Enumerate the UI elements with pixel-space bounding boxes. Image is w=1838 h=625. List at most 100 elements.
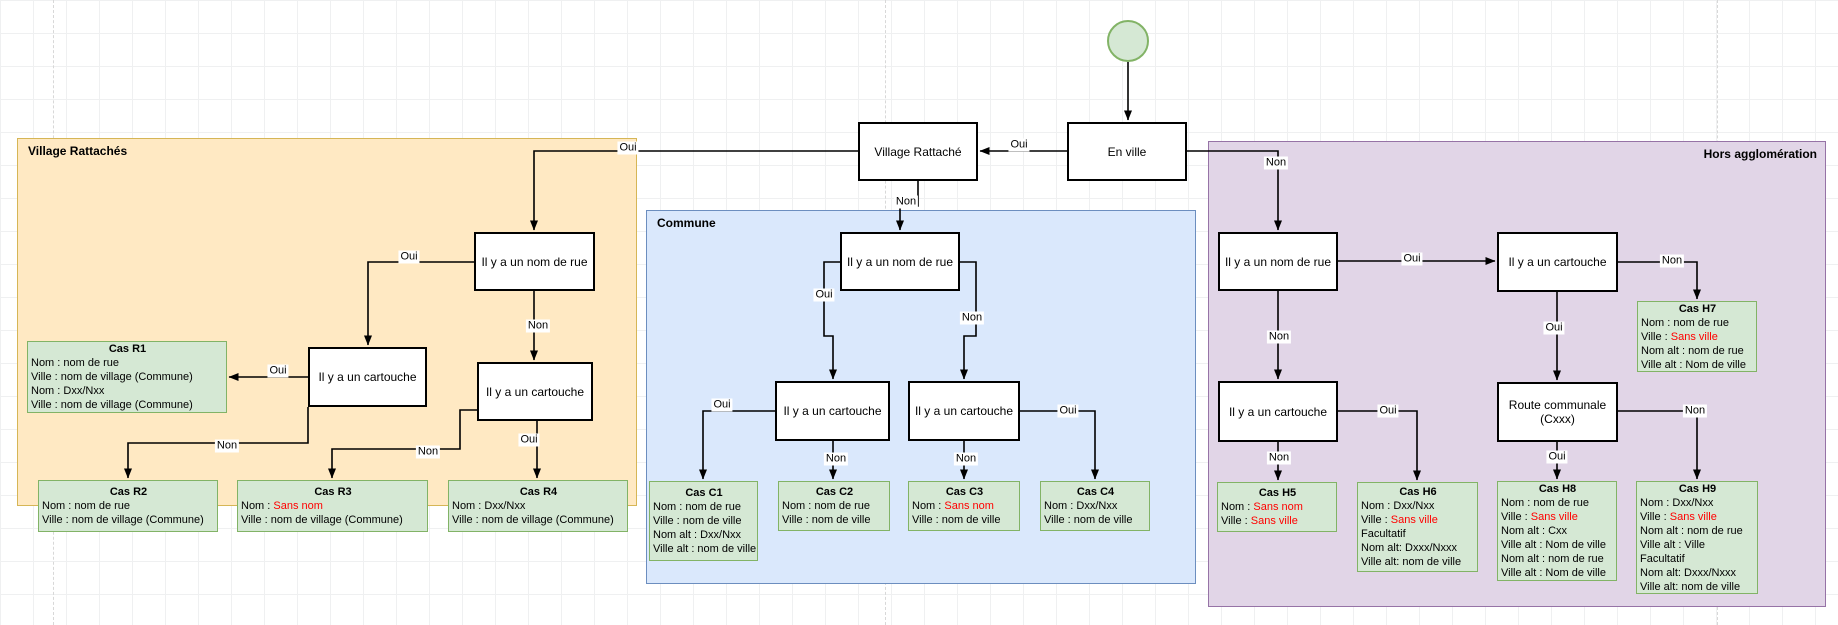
case-text: Ville : nom de village (Commune) bbox=[241, 514, 403, 526]
case-value-red: Sans ville bbox=[1390, 514, 1438, 526]
edge-label-route-communale-non-cas-h9[interactable]: Non bbox=[1682, 404, 1708, 418]
node-h-cartouche-2[interactable]: Il y a un cartouche bbox=[1218, 381, 1338, 442]
case-title: Cas H7 bbox=[1678, 302, 1717, 315]
edge-label-r-nom-rue-oui-r-cartouche-1[interactable]: Oui bbox=[398, 250, 420, 264]
edge-label-r-cartouche-2-oui-cas-r4[interactable]: Oui bbox=[518, 433, 540, 447]
edge-en-ville-non-hors-agglo[interactable] bbox=[1187, 150, 1282, 231]
case-line: Ville alt : Ville bbox=[1640, 538, 1755, 552]
edge-label-h-cartouche-1-oui-route-communale[interactable]: Oui bbox=[1543, 321, 1565, 335]
node-village-rattache[interactable]: Village Rattaché bbox=[858, 122, 978, 181]
node-c-nom-rue[interactable]: Il y a un nom de rue bbox=[840, 232, 960, 291]
node-label: Il y a un nom de rue bbox=[846, 254, 954, 269]
node-label: Il y a un nom de rue bbox=[1224, 254, 1332, 269]
edge-c-cartouche-2-oui-cas-c4[interactable] bbox=[1020, 410, 1099, 480]
edge-label-c-nom-rue-non-c-cartouche-2[interactable]: Non bbox=[959, 311, 985, 325]
case-line: Nom alt : nom de rue bbox=[1501, 552, 1614, 566]
case-value-red: Sans nom bbox=[273, 500, 323, 512]
edge-label-village-rattache-non-c-nom-rue[interactable]: Non bbox=[893, 195, 919, 209]
case-text: Ville alt : Nom de ville bbox=[1641, 358, 1746, 371]
case-text: Nom : Dxx/Nxx bbox=[31, 385, 105, 397]
case-text: Nom alt: Dxxx/Nxxx bbox=[1361, 542, 1457, 554]
case-value-red: Sans nom bbox=[944, 500, 994, 512]
case-line: Ville : nom de ville bbox=[653, 514, 755, 528]
case-text: Nom : bbox=[912, 500, 945, 512]
case-line: Ville alt : Nom de ville bbox=[1501, 566, 1614, 580]
case-line: Nom alt : nom de rue bbox=[1640, 524, 1755, 538]
edge-label-h-cartouche-1-non-cas-h7[interactable]: Non bbox=[1659, 254, 1685, 268]
node-r-cartouche-1[interactable]: Il y a un cartouche bbox=[308, 347, 427, 407]
node-r-nom-rue[interactable]: Il y a un nom de rue bbox=[474, 232, 595, 291]
edge-label-r-nom-rue-non-r-cartouche-2[interactable]: Non bbox=[525, 319, 551, 333]
edge-c-cartouche-1-oui-cas-c1[interactable] bbox=[699, 410, 775, 480]
node-h-route-communale[interactable]: Route communale(Cxxx) bbox=[1497, 382, 1618, 442]
case-title: Cas H8 bbox=[1538, 483, 1577, 495]
start-node[interactable] bbox=[1107, 20, 1149, 62]
edge-c-nom-rue-oui-c-cartouche-1[interactable] bbox=[823, 261, 840, 380]
edge-label-h-nom-rue-non-h-cartouche-2[interactable]: Non bbox=[1266, 330, 1292, 344]
case-text: Nom : nom de rue bbox=[1641, 316, 1730, 329]
node-label: En ville bbox=[1107, 144, 1147, 159]
edge-village-rattache-oui-r-nom-rue[interactable] bbox=[530, 150, 858, 231]
edge-label-h-cartouche-2-oui-cas-h6[interactable]: Oui bbox=[1377, 404, 1399, 418]
node-h-cartouche-1[interactable]: Il y a un cartouche bbox=[1497, 232, 1618, 292]
node-c-cartouche-1[interactable]: Il y a un cartouche bbox=[775, 381, 890, 441]
edge-route-communale-non-cas-h9[interactable] bbox=[1618, 410, 1701, 480]
case-text: Ville : nom de ville bbox=[782, 514, 871, 526]
case-text: Ville alt : Nom de ville bbox=[1501, 567, 1606, 579]
case-text: Nom : Dxx/Nxx bbox=[1361, 500, 1435, 512]
edge-label-r-cartouche-1-non-cas-r2[interactable]: Non bbox=[214, 439, 240, 453]
node-r-cartouche-2[interactable]: Il y a un cartouche bbox=[477, 362, 593, 421]
edge-label-r-cartouche-2-non-cas-r3[interactable]: Non bbox=[415, 445, 441, 459]
edge-label-en-ville-non-hors-agglo[interactable]: Non bbox=[1263, 156, 1289, 170]
case-text: Ville : nom de ville bbox=[653, 515, 742, 527]
case-title: Cas C4 bbox=[1076, 486, 1115, 498]
node-c-cartouche-2[interactable]: Il y a un cartouche bbox=[908, 381, 1020, 441]
case-line: Ville : Sans ville bbox=[1641, 330, 1754, 344]
edge-label-r-cartouche-1-oui-cas-r1[interactable]: Oui bbox=[267, 364, 289, 378]
edge-label-c-cartouche-1-non-cas-c2[interactable]: Non bbox=[823, 452, 849, 466]
edge-label-h-cartouche-2-non-cas-h5[interactable]: Non bbox=[1266, 451, 1292, 465]
case-text: Ville : bbox=[1641, 330, 1671, 343]
edge-h-cartouche-2-oui-cas-h6[interactable] bbox=[1338, 410, 1421, 481]
edge-c-nom-rue-non-c-cartouche-2[interactable] bbox=[960, 261, 977, 380]
edge-r-nom-rue-oui-r-cartouche-1[interactable] bbox=[364, 261, 474, 346]
edge-label-h-nom-rue-oui-h-cartouche-1[interactable]: Oui bbox=[1401, 252, 1423, 266]
case-line: Nom : Dxx/Nxx bbox=[1044, 499, 1147, 513]
case-line: Ville : nom de village (Commune) bbox=[452, 513, 625, 527]
edge-label-route-communale-oui-cas-h8[interactable]: Oui bbox=[1546, 450, 1568, 464]
case-text: Nom : nom de rue bbox=[42, 500, 131, 512]
node-en-ville[interactable]: En ville bbox=[1067, 122, 1187, 181]
case-line: Nom : nom de rue bbox=[1501, 496, 1614, 510]
case-line: Nom : Sans nom bbox=[241, 499, 425, 513]
edge-r-cartouche-2-non-cas-r3[interactable] bbox=[328, 409, 477, 479]
case-text: Nom alt: Dxxx/Nxxx bbox=[1640, 566, 1736, 579]
edge-label-village-rattache-oui-r-nom-rue[interactable]: Oui bbox=[617, 141, 639, 155]
node-h-nom-rue[interactable]: Il y a un nom de rue bbox=[1218, 232, 1338, 291]
case-text: Nom : Dxx/Nxx bbox=[452, 500, 526, 512]
edge-label-c-cartouche-2-non-cas-c3[interactable]: Non bbox=[953, 452, 979, 466]
case-title: Cas R3 bbox=[314, 486, 352, 498]
edge-label-c-nom-rue-oui-c-cartouche-1[interactable]: Oui bbox=[813, 288, 835, 302]
edge-label-en-ville-oui-village-rattache[interactable]: Oui bbox=[1008, 138, 1030, 152]
case-value-red: Sans ville bbox=[1670, 330, 1718, 343]
edge-label-c-cartouche-1-oui-cas-c1[interactable]: Oui bbox=[711, 398, 733, 412]
edge-label-c-cartouche-2-oui-cas-c4[interactable]: Oui bbox=[1057, 404, 1079, 418]
edge-h-cartouche-1-non-cas-h7[interactable] bbox=[1618, 261, 1701, 300]
case-text: Ville : nom de ville bbox=[912, 514, 1001, 526]
case-text: Nom : bbox=[241, 500, 274, 512]
case-text: Nom : nom de rue bbox=[31, 357, 120, 369]
